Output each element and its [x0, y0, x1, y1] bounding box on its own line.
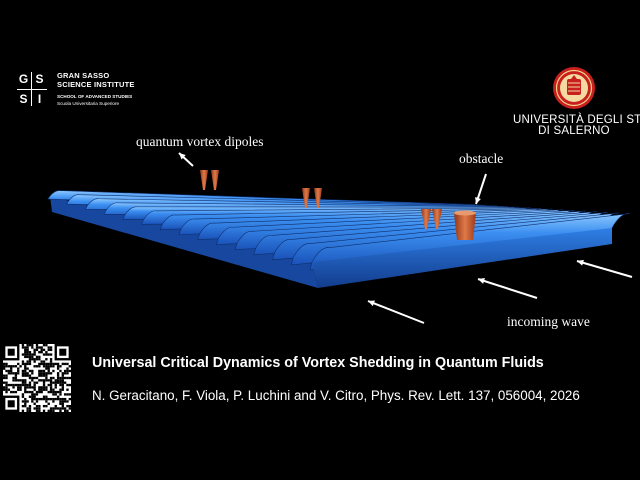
gssi-letter: I: [37, 92, 42, 106]
gssi-name-line2: SCIENCE INSTITUTE: [57, 80, 135, 89]
obstacle-shape: [454, 213, 476, 240]
annotation-arrow: [576, 260, 633, 278]
gssi-school-sub: Scuola Universitaria Superiore: [57, 101, 120, 106]
wave-side-face: [50, 196, 318, 288]
vortex-cone: [302, 188, 310, 208]
arrow-head: [475, 197, 481, 204]
vortex-cone: [432, 209, 442, 229]
annotation-arrows: [178, 152, 633, 324]
arrow-head: [577, 259, 584, 266]
obstacle-top: [454, 210, 476, 216]
gssi-logo: G S S I GRAN SASSO SCIENCE INSTITUTE SCH…: [16, 70, 146, 110]
arrow-head: [368, 300, 375, 307]
gssi-monogram: G S S I: [16, 70, 47, 108]
vortex-cone: [200, 170, 208, 190]
vortex-cone: [314, 188, 322, 208]
dipoles-label: quantum vortex dipoles: [136, 134, 264, 149]
incoming-wave-label: incoming wave: [507, 314, 590, 329]
vortex-group: [200, 170, 476, 240]
annotation-arrow: [477, 278, 538, 299]
gssi-letter: S: [19, 92, 28, 106]
university-name-line1: UNIVERSITÀ DEGLI STUDI: [513, 114, 640, 126]
university-name-line2: DI SALERNO: [538, 125, 610, 137]
annotation-arrow: [367, 300, 425, 324]
arrow-head: [478, 278, 485, 284]
qr-code-icon[interactable]: [3, 344, 71, 412]
paper-title: Universal Critical Dynamics of Vortex Sh…: [92, 355, 544, 371]
wave-sheet: [47, 190, 631, 288]
arrow-head: [179, 153, 186, 160]
gssi-divider: [17, 89, 47, 90]
obstacle-label: obstacle: [459, 151, 504, 166]
gssi-letter: G: [18, 72, 29, 86]
vortex-cone: [421, 209, 431, 229]
gssi-name-line1: GRAN SASSO: [57, 71, 110, 80]
paper-citation: N. Geracitano, F. Viola, P. Luchini and …: [92, 388, 580, 403]
vortex-cone: [211, 170, 219, 190]
wave-front-face: [312, 228, 612, 288]
gssi-school-line: SCHOOL OF ADVANCED STUDIES: [57, 94, 133, 99]
gssi-letter: S: [35, 72, 44, 86]
university-seal-icon: [553, 67, 595, 109]
